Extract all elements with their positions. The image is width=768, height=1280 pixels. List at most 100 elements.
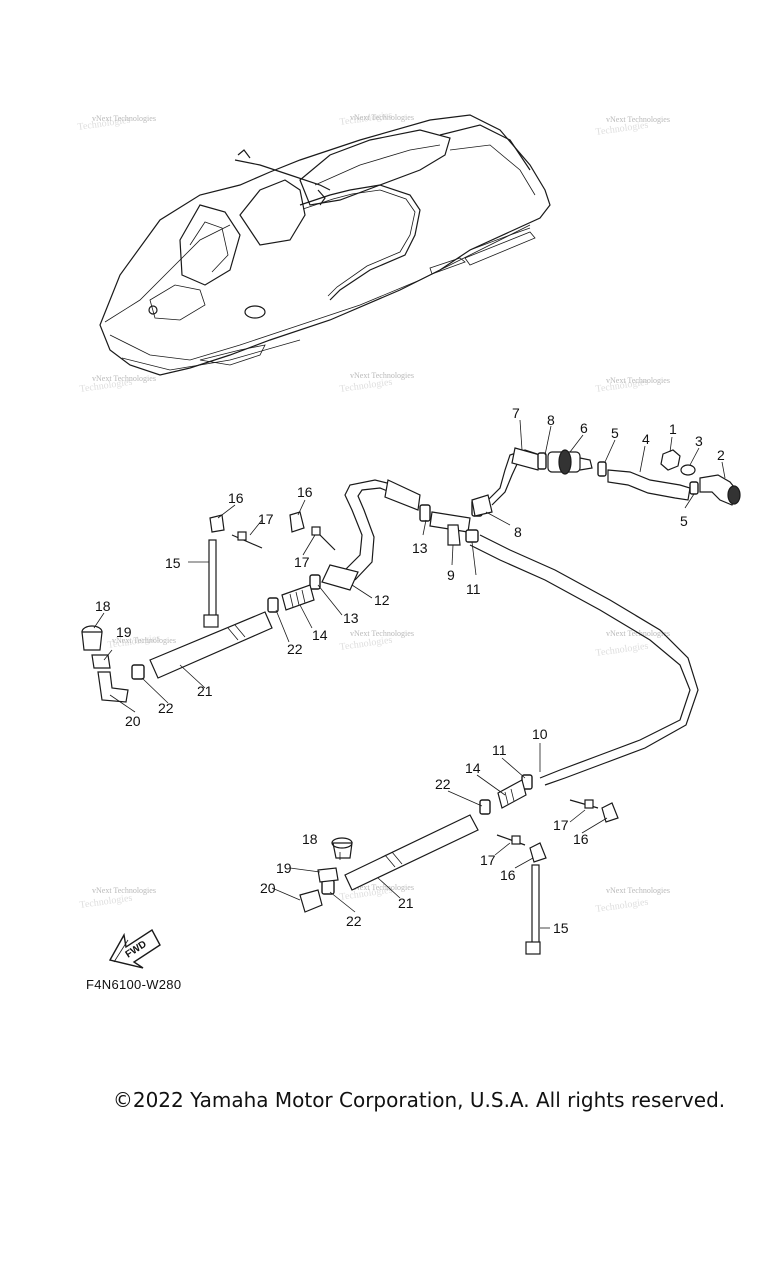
callout-15: 15 — [165, 555, 181, 571]
hose-7 — [487, 449, 541, 501]
callout-16: 16 — [573, 831, 589, 847]
leader-lines — [93, 419, 726, 929]
svg-text:vNext Technologies: vNext Technologies — [606, 886, 670, 895]
callout-5: 5 — [680, 513, 688, 529]
svg-text:vNext Technologies: vNext Technologies — [606, 115, 670, 124]
callout-15: 15 — [553, 920, 569, 936]
hose-4 — [607, 469, 691, 501]
svg-text:Technologies: Technologies — [595, 897, 649, 915]
svg-text:vNext Technologies: vNext Technologies — [350, 113, 414, 122]
clamp-8-upper — [537, 452, 547, 470]
pin-17-c — [569, 799, 599, 809]
lower-branch-assembly — [299, 774, 619, 955]
callout-13: 13 — [343, 610, 359, 626]
callout-10: 10 — [532, 726, 548, 742]
clip-16-c — [601, 802, 619, 823]
callout-9: 9 — [447, 567, 455, 583]
svg-text:vNext Technologies: vNext Technologies — [606, 629, 670, 638]
clamp-13-upper — [419, 504, 431, 522]
part-callouts: 7 8 6 5 4 1 3 2 5 8 13 9 11 16 17 16 17 … — [95, 405, 725, 936]
forward-direction-arrow: FWD — [108, 928, 161, 969]
cap-18-upper — [81, 625, 103, 651]
svg-text:Technologies: Technologies — [595, 641, 649, 659]
callout-17: 17 — [553, 817, 569, 833]
callout-16: 16 — [297, 484, 313, 500]
callout-18: 18 — [95, 598, 111, 614]
tie-strap-15-lower — [525, 864, 541, 955]
left-branch-assembly — [81, 511, 336, 703]
callout-19: 19 — [276, 860, 292, 876]
callout-17: 17 — [294, 554, 310, 570]
connector-14-lower — [497, 779, 527, 809]
watermark: Technologies vNext Technologies — [595, 629, 670, 659]
fitting-2 — [699, 474, 741, 506]
callout-2: 2 — [717, 447, 725, 463]
callout-11: 11 — [466, 581, 481, 597]
callout-3: 3 — [695, 433, 703, 449]
callout-14: 14 — [465, 760, 481, 776]
svg-text:Technologies: Technologies — [79, 893, 133, 911]
svg-text:vNext Technologies: vNext Technologies — [606, 376, 670, 385]
clamp-5-lower — [689, 481, 699, 495]
tie-strap-15-upper — [203, 539, 219, 628]
callout-17: 17 — [480, 852, 496, 868]
callout-21: 21 — [398, 895, 414, 911]
svg-text:vNext Technologies: vNext Technologies — [92, 374, 156, 383]
callout-12: 12 — [374, 592, 390, 608]
hose-21-lower — [344, 814, 479, 891]
callout-19: 19 — [116, 624, 132, 640]
svg-text:vNext Technologies: vNext Technologies — [92, 886, 156, 895]
callout-16: 16 — [500, 867, 516, 883]
svg-text:vNext Technologies: vNext Technologies — [92, 114, 156, 123]
copyright-notice: ©2022 Yamaha Motor Corporation, U.S.A. A… — [112, 1088, 726, 1112]
callout-22: 22 — [435, 776, 451, 792]
callout-16: 16 — [228, 490, 244, 506]
watercraft-illustration — [99, 114, 551, 376]
svg-text:vNext Technologies: vNext Technologies — [350, 371, 414, 380]
connector-14-upper — [281, 584, 315, 611]
callout-18: 18 — [302, 831, 318, 847]
hose-7-end — [511, 447, 541, 471]
clamp-5-upper — [597, 461, 607, 477]
clamp-22-left — [131, 664, 145, 680]
callout-8: 8 — [547, 412, 555, 428]
svg-text:vNext Technologies: vNext Technologies — [350, 629, 414, 638]
callout-7: 7 — [512, 405, 520, 421]
t-joint-9 — [419, 504, 471, 546]
pin-17-d — [496, 834, 526, 846]
clip-16-d — [529, 842, 547, 863]
svg-text:vNext Technologies: vNext Technologies — [112, 636, 176, 645]
elbow-20-upper — [97, 671, 129, 703]
callout-1: 1 — [669, 421, 677, 437]
clamp-11-upper — [465, 529, 479, 543]
callout-14: 14 — [312, 627, 328, 643]
diagram-code: F4N6100-W280 — [86, 977, 182, 992]
nut-1 — [660, 449, 681, 471]
callout-5: 5 — [611, 425, 619, 441]
callout-20: 20 — [260, 880, 276, 896]
callout-22: 22 — [287, 641, 303, 657]
fitting-19-upper — [91, 654, 111, 669]
callout-4: 4 — [642, 431, 650, 447]
callout-21: 21 — [197, 683, 213, 699]
hose-12 — [344, 479, 396, 571]
cap-18-lower — [331, 837, 353, 859]
watermark: Technologies vNext Technologies — [595, 886, 670, 915]
callout-8: 8 — [514, 524, 522, 540]
svg-text:vNext Technologies: vNext Technologies — [350, 883, 414, 892]
callout-17: 17 — [258, 511, 274, 527]
callout-13: 13 — [412, 540, 428, 556]
hose-21-upper — [149, 611, 273, 679]
callout-11: 11 — [492, 742, 507, 758]
callout-20: 20 — [125, 713, 141, 729]
clamp-22-lower-right — [479, 799, 491, 815]
elbow-20-lower — [299, 889, 323, 913]
